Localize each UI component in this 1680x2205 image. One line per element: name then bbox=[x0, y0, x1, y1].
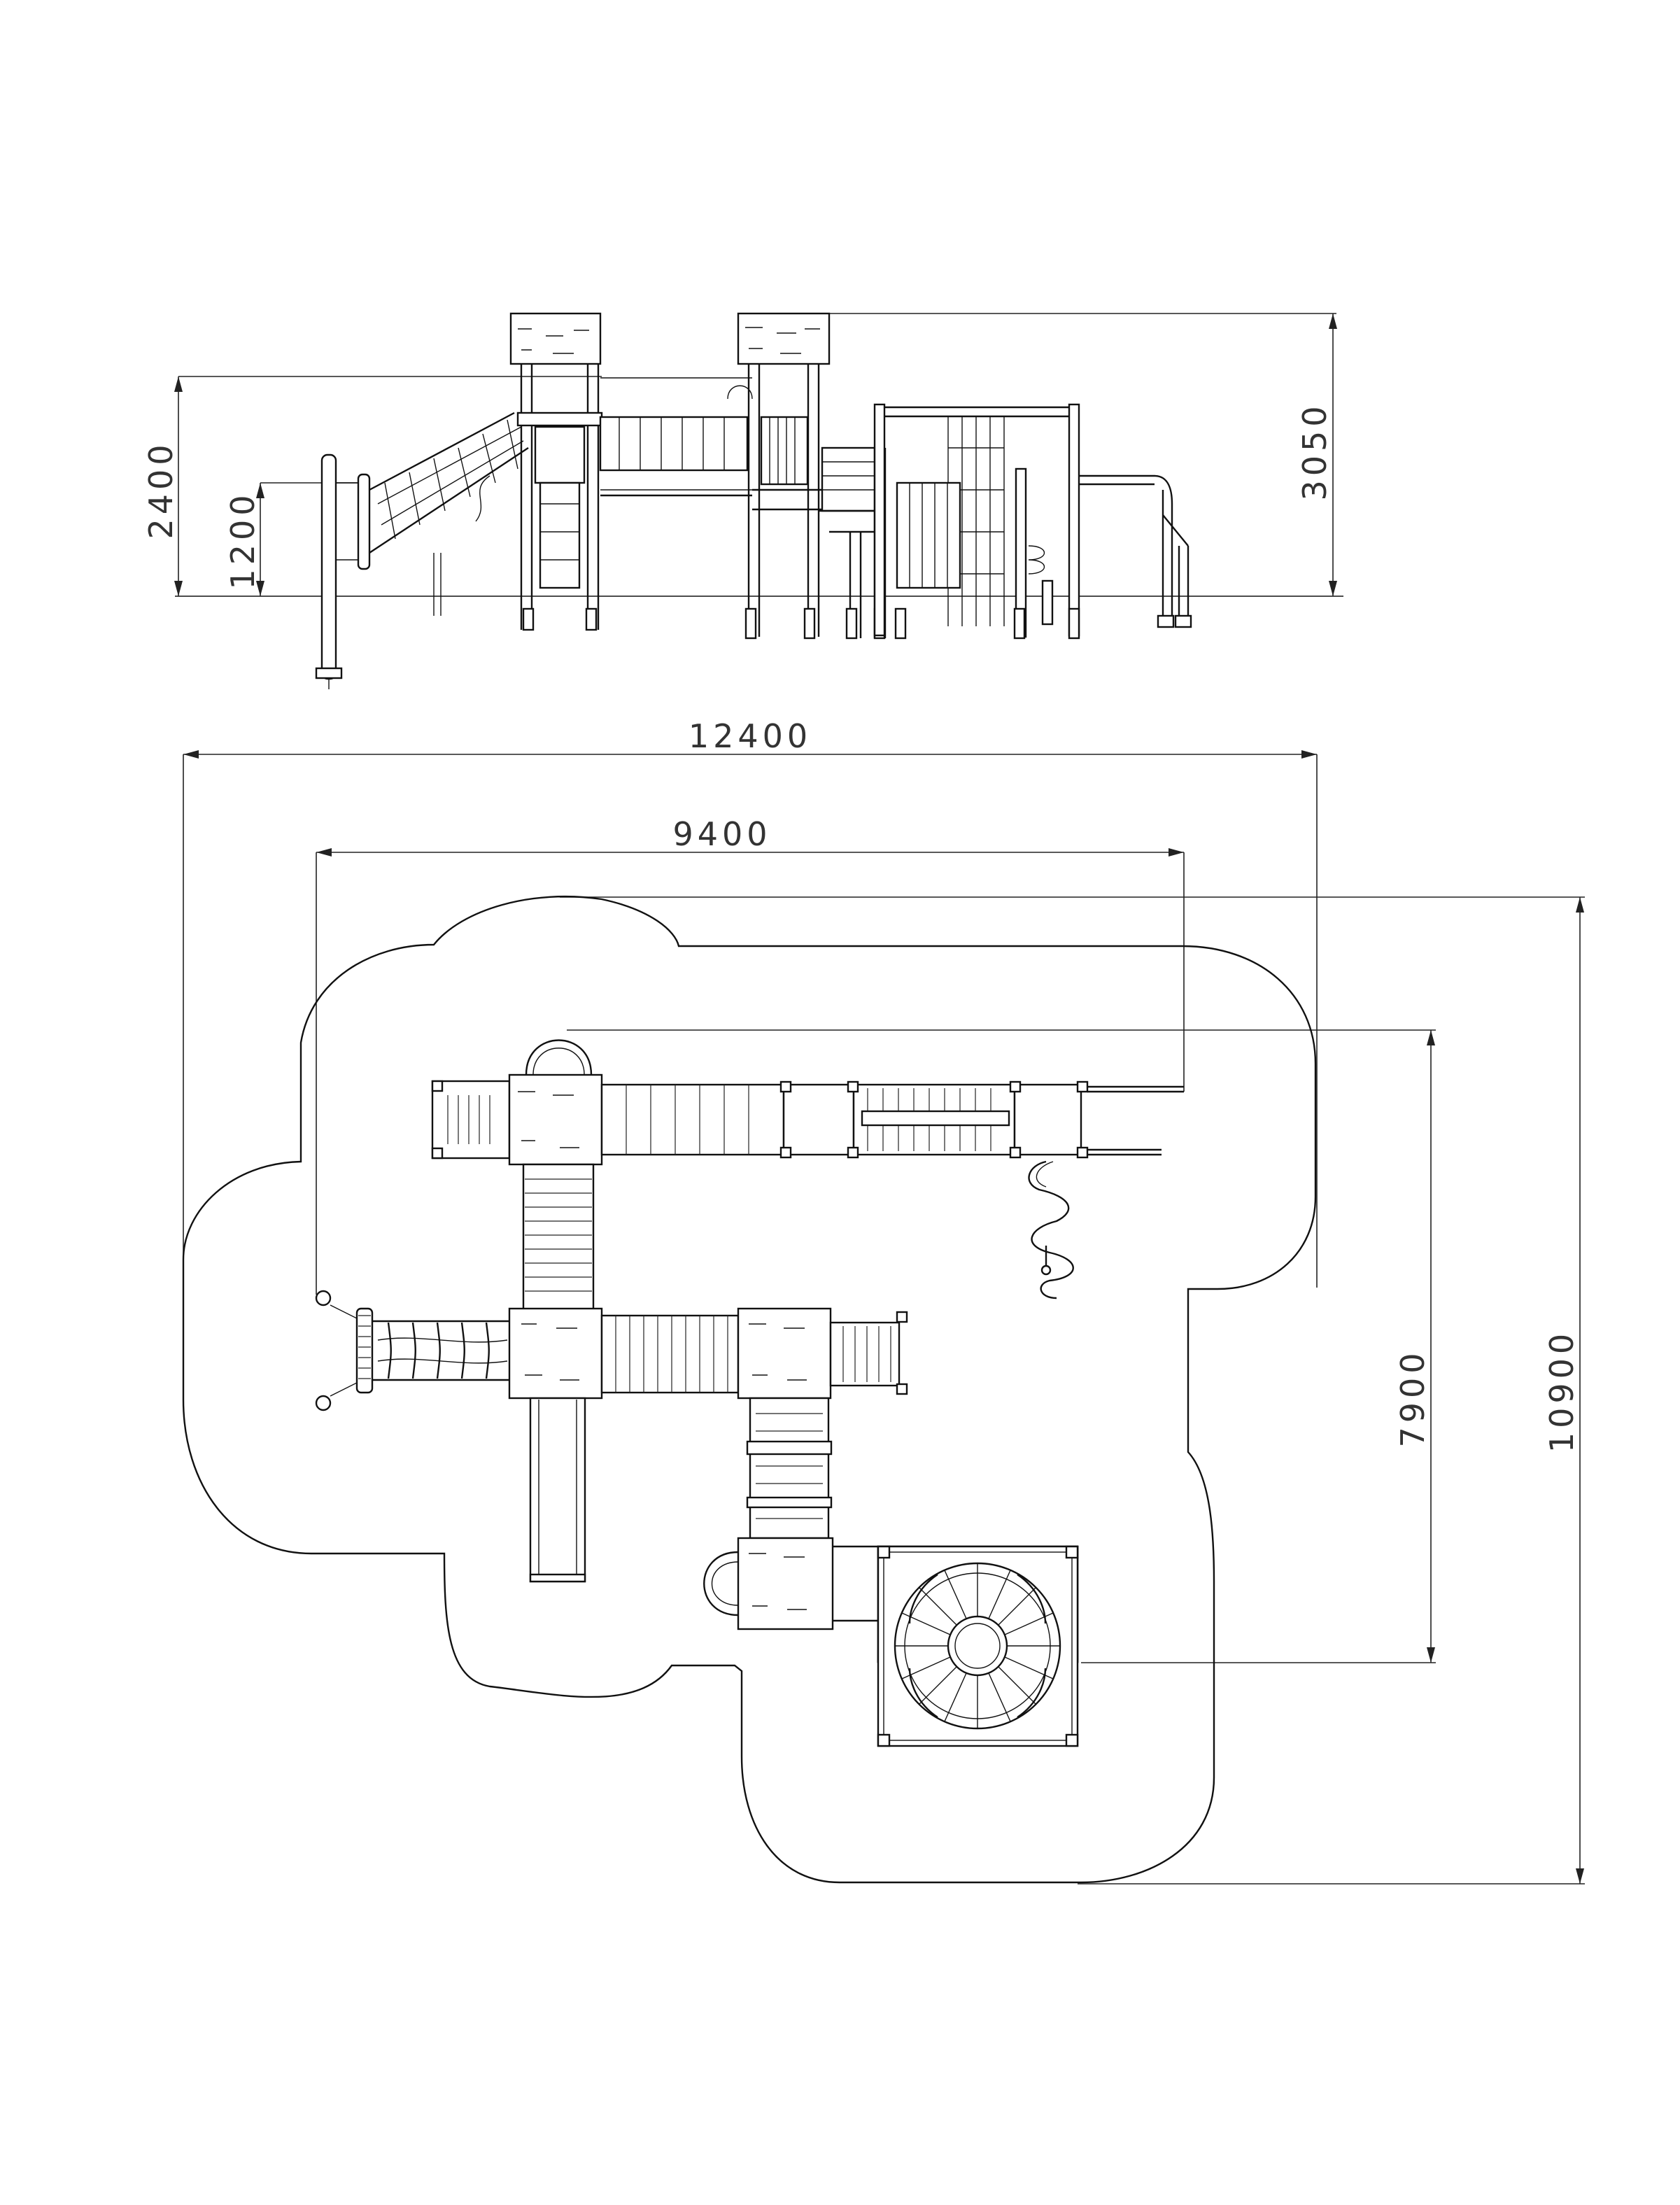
elevation-view: 2400 1200 3050 bbox=[142, 312, 1343, 689]
left-pole bbox=[315, 453, 343, 689]
dimension-1200: 1200 bbox=[224, 482, 364, 596]
dimension-label-7900: 7900 bbox=[1394, 1348, 1432, 1447]
dimension-10900: 10900 bbox=[560, 896, 1585, 1885]
plan-rotunda-circle bbox=[877, 1545, 1079, 1747]
dimension-3050: 3050 bbox=[826, 313, 1337, 596]
safety-zone-outline bbox=[182, 895, 1317, 1884]
dimension-label-9400: 9400 bbox=[672, 815, 771, 853]
net-ring bbox=[336, 473, 371, 570]
climbing-frame bbox=[873, 403, 1080, 640]
dimension-label-2400: 2400 bbox=[142, 440, 180, 539]
plan-top-row bbox=[431, 1039, 1184, 1299]
right-handrail bbox=[1079, 474, 1192, 628]
plan-center-stair bbox=[746, 1397, 833, 1540]
plan-left-walkway bbox=[522, 1163, 595, 1313]
climbing-net-ramp bbox=[369, 411, 529, 616]
dimension-label-3050: 3050 bbox=[1296, 402, 1334, 500]
plan-slide bbox=[529, 1397, 586, 1583]
bridge-panel bbox=[599, 377, 753, 497]
plan-lower-tower bbox=[703, 1537, 878, 1630]
dimension-7900: 7900 bbox=[567, 1029, 1436, 1663]
dimension-9400: 9400 bbox=[316, 815, 1185, 1295]
plan-middle-row bbox=[315, 1290, 908, 1411]
plan-view: 12400 9400 7900 10900 bbox=[182, 717, 1585, 1885]
dimension-12400: 12400 bbox=[183, 717, 1318, 1288]
tower-2 bbox=[737, 312, 831, 640]
dimension-label-12400: 12400 bbox=[689, 717, 812, 755]
dimension-2400: 2400 bbox=[142, 376, 602, 596]
dimension-label-10900: 10900 bbox=[1543, 1330, 1581, 1453]
stairs-section bbox=[819, 446, 887, 640]
tower-1 bbox=[509, 312, 603, 631]
dimension-label-1200: 1200 bbox=[224, 491, 262, 589]
